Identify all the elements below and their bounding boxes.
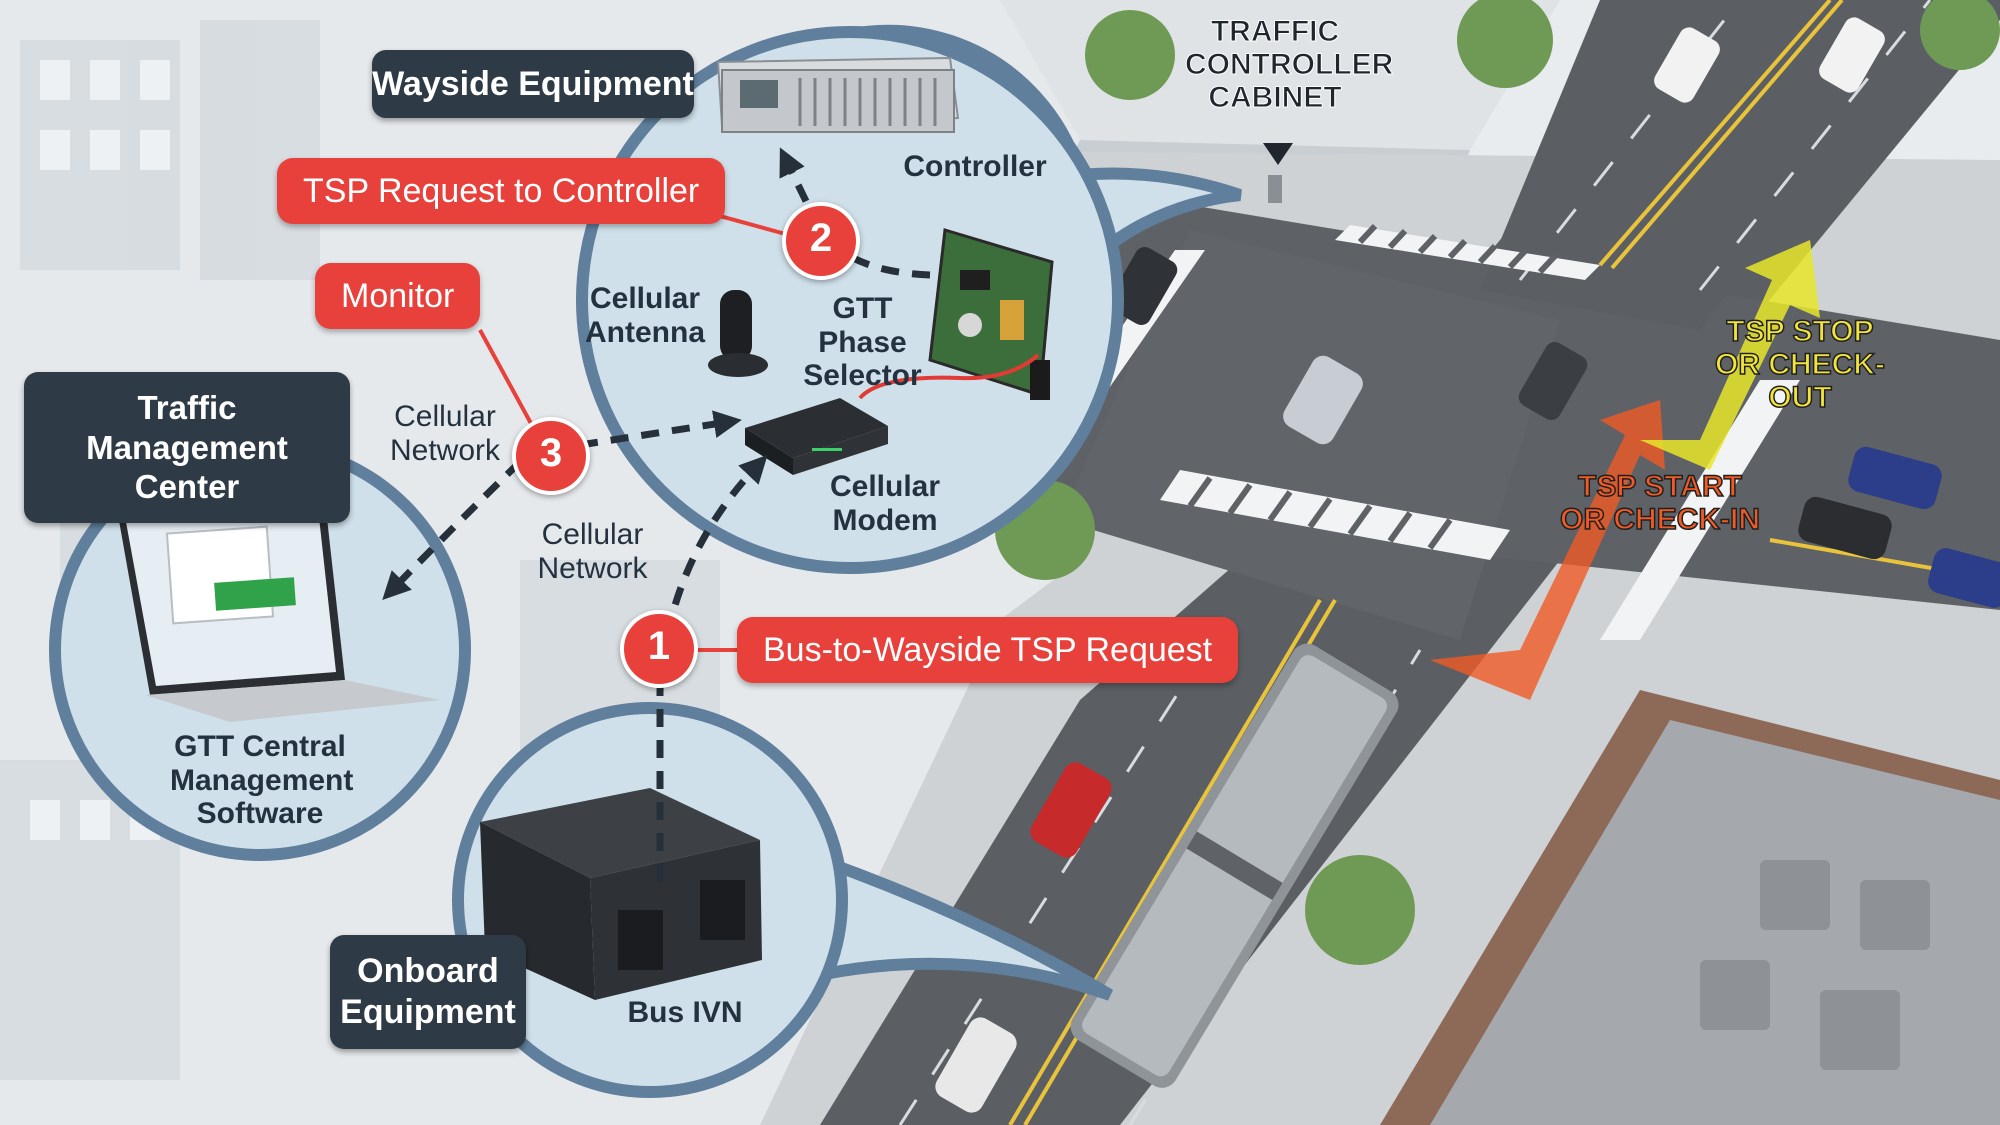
cellular-modem-label: Cellular Modem <box>830 470 941 537</box>
controller-label: Controller <box>903 150 1047 183</box>
step-2-label: TSP Request to Controller <box>277 158 726 224</box>
network-label-upper: Cellular Network <box>389 400 501 467</box>
cellular-antenna-device <box>708 290 768 377</box>
step-3-label: Monitor <box>315 263 481 329</box>
wayside-title: Wayside Equipment <box>372 50 694 118</box>
cellular-modem-device <box>745 398 888 475</box>
software-label: GTT Central Management Software <box>170 730 354 831</box>
tsp-start-label: TSP START OR CHECK-IN <box>1559 469 1761 537</box>
phase-selector-label: GTT Phase Selector <box>803 292 922 393</box>
step-badge-2: 2 <box>782 202 860 280</box>
step-1-label: Bus-to-Wayside TSP Request <box>737 617 1239 683</box>
cabinet-label: TRAFFIC CONTROLLER CABINET <box>1185 15 1394 115</box>
cellular-antenna-label: Cellular Antenna <box>585 282 705 349</box>
connector-1 <box>656 454 768 882</box>
onboard-title: Onboard Equipment <box>330 935 526 1049</box>
phase-selector-device <box>928 228 1054 400</box>
controller-device <box>716 56 960 133</box>
connector-3b <box>382 459 523 601</box>
tmc-title: Traffic Management Center <box>24 372 350 523</box>
onboard-tail <box>754 831 1114 1001</box>
tsp-stop-label: TSP STOP OR CHECK-OUT <box>1714 314 1886 415</box>
connector-2 <box>779 147 931 279</box>
bus-ivn-label: Bus IVN <box>627 996 743 1029</box>
laptop-device <box>118 500 440 722</box>
connector-3a <box>579 410 742 449</box>
step-badge-3: 3 <box>512 417 590 495</box>
step-badge-1: 1 <box>620 610 698 688</box>
network-label-lower: Cellular Network <box>537 518 648 585</box>
